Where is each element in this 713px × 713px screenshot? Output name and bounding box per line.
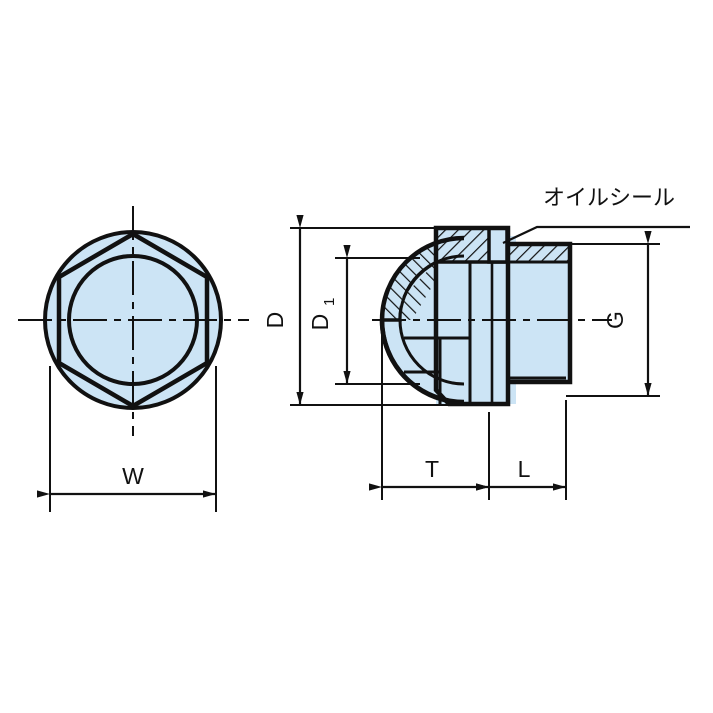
dimension-label-g: G	[602, 311, 628, 329]
dimension-label-l: L	[518, 456, 531, 482]
thread-wall-hatch	[506, 242, 572, 264]
dimension-label-d: D	[262, 312, 288, 329]
dimension-label-d1-group: D 1	[307, 298, 338, 331]
dome-shoulder-hatch	[400, 262, 436, 320]
section-view-group: オイルシール D D 1 G T	[262, 186, 690, 500]
oil-seal-label: オイルシール	[543, 186, 675, 211]
dimension-label-w: W	[122, 463, 144, 489]
dimension-label-d1: D	[307, 314, 333, 331]
dimension-label-t: T	[425, 456, 439, 482]
dome-lower-edge	[379, 319, 450, 404]
oil-seal-leader-line	[502, 225, 690, 244]
hex-flange-outline	[433, 225, 511, 407]
thread-cylinder-outline	[508, 241, 573, 385]
end-view-group: W	[18, 206, 249, 512]
dimension-label-d1-subscript: 1	[321, 298, 338, 306]
oil-seal-part	[487, 226, 509, 264]
